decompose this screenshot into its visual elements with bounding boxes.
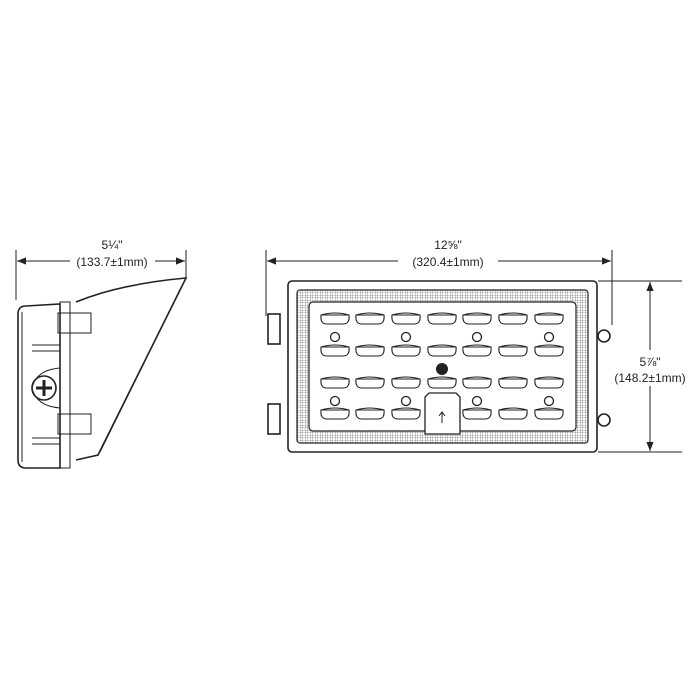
mount-plate xyxy=(59,301,71,469)
mount-tab-bottom xyxy=(597,413,611,427)
led-lens xyxy=(355,312,385,325)
led-lens xyxy=(320,312,350,325)
front-view: 12⅝" (320.4±1mm) 5⅞" (148.2±1mm) xyxy=(265,238,686,453)
led-lens xyxy=(534,344,564,357)
screw-hole xyxy=(329,395,341,407)
led-lens xyxy=(498,376,528,389)
screw-hole xyxy=(329,331,341,343)
front-width-metric: (320.4±1mm) xyxy=(412,255,483,269)
led-lens xyxy=(355,344,385,357)
screw-hole xyxy=(400,395,412,407)
left-clip-top xyxy=(267,313,281,345)
led-array xyxy=(320,312,564,420)
housing-outline xyxy=(287,280,598,453)
led-lens xyxy=(534,312,564,325)
housing-body xyxy=(17,303,61,469)
led-lens xyxy=(391,407,421,420)
reflector-shroud xyxy=(75,277,188,461)
led-lens xyxy=(391,344,421,357)
screw-head-icon xyxy=(31,375,57,401)
led-lens xyxy=(498,344,528,357)
mount-tab-top xyxy=(597,329,611,343)
screw-hole xyxy=(543,395,555,407)
side-width-metric: (133.7±1mm) xyxy=(76,255,147,269)
led-lens xyxy=(391,376,421,389)
led-lens xyxy=(391,312,421,325)
reflector-edge xyxy=(99,289,181,453)
led-lens xyxy=(462,312,492,325)
phillips-cross-icon xyxy=(36,380,52,396)
led-lens xyxy=(498,407,528,420)
fins xyxy=(32,344,60,445)
led-lens xyxy=(355,376,385,389)
led-lens xyxy=(462,407,492,420)
left-clip-bottom xyxy=(267,403,281,435)
led-lens xyxy=(427,344,457,357)
led-lens xyxy=(462,344,492,357)
led-lens xyxy=(534,376,564,389)
screw-hole xyxy=(471,331,483,343)
up-arrow-icon xyxy=(438,411,446,423)
led-lens xyxy=(355,407,385,420)
led-lens xyxy=(498,312,528,325)
led-lens xyxy=(427,376,457,389)
front-width-imperial: 12⅝" xyxy=(434,238,462,252)
led-lens xyxy=(320,376,350,389)
screw-hole xyxy=(471,395,483,407)
led-lens xyxy=(320,407,350,420)
screw-hole xyxy=(400,331,412,343)
screw-hole xyxy=(543,331,555,343)
sensor-icon xyxy=(436,363,448,375)
led-lens xyxy=(427,312,457,325)
clip-top xyxy=(57,312,92,334)
front-height-metric: (148.2±1mm) xyxy=(614,371,685,385)
side-width-imperial: 5¼" xyxy=(102,238,123,252)
led-lens xyxy=(534,407,564,420)
clip-bottom xyxy=(57,413,92,435)
led-lens xyxy=(320,344,350,357)
led-lens xyxy=(462,376,492,389)
front-height-imperial: 5⅞" xyxy=(640,355,661,369)
side-view: 5¼" (133.7±1mm) xyxy=(15,238,188,469)
